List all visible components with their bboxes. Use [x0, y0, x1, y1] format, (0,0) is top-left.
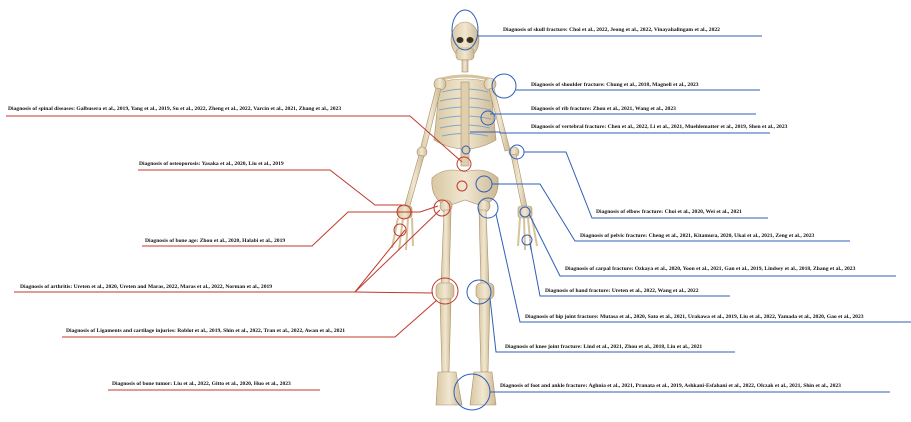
left-femur [441, 210, 451, 286]
hip-fracture-label: Diagnosis of hip joint fracture: Mutasa … [525, 314, 864, 321]
left-foot [436, 372, 462, 405]
foot-ankle-fracture-label: Diagnosis of foot and ankle fracture: Ag… [500, 383, 841, 390]
left-forearm [404, 155, 424, 209]
cervical-spine [462, 60, 468, 72]
osteoporosis-label: Diagnosis of osteoporosis: Yasaka et al.… [139, 161, 284, 168]
spinal-diseases-label: Diagnosis of spinal diseases: Galbusera … [8, 106, 341, 113]
left-knee [436, 283, 454, 299]
ligaments-cartilage-label: Diagnosis of Ligaments and cartilage inj… [66, 328, 345, 335]
right-femur [479, 210, 489, 286]
rib-fracture-label: Diagnosis of rib fracture: Zhou et al., … [531, 106, 676, 113]
left-tibia [440, 299, 451, 372]
shoulder-fracture-label: Diagnosis of shoulder fracture: Chung et… [531, 82, 699, 89]
elbow-fracture-label: Diagnosis of elbow fracture: Choi et al.… [596, 209, 742, 216]
bone-tumor-label: Diagnosis of bone tumor: Liu et al., 202… [112, 381, 291, 388]
right-foot [470, 372, 496, 405]
bone-age-label: Diagnosis of bone age: Zhou et al., 2020… [145, 238, 285, 245]
arthritis-label: Diagnosis of arthritis: Ureten et al., 2… [20, 284, 272, 291]
carpal-fracture-label: Diagnosis of carpal fracture: Ozkaya et … [565, 266, 855, 273]
vertebral-fracture-label: Diagnosis of vertebral fracture: Chen et… [531, 124, 787, 131]
knee-fracture-label: Diagnosis of knee joint fracture: Lind e… [505, 344, 702, 351]
pelvis [432, 170, 498, 206]
pelvic-fracture-label: Diagnosis of pelvic fracture: Cheng et a… [580, 233, 814, 240]
hand-fracture-label: Diagnosis of hand fracture: Ureten et al… [545, 288, 699, 295]
skull-fracture-label: Diagnosis of skull fracture: Choi et al.… [503, 27, 720, 34]
right-forearm [511, 154, 527, 208]
left-callouts [6, 116, 471, 390]
right-tibia [479, 299, 490, 372]
